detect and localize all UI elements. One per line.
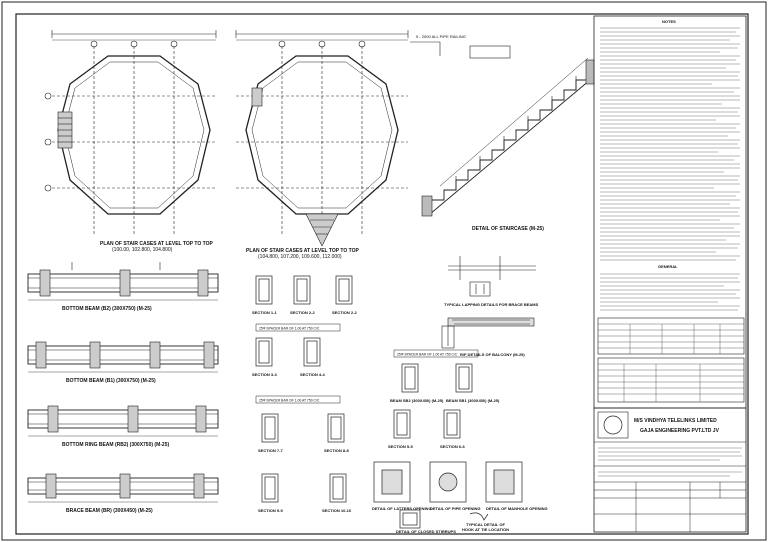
staircase-detail — [410, 41, 595, 217]
caption-stair-plan-1-sub: (100.00, 102.800, 104.800) — [112, 247, 173, 253]
caption-stair-plan-2: PLAN OF STAIR CASES AT LEVEL TOP TO TOP — [246, 248, 359, 254]
notes-panel: NOTES — [593, 15, 747, 409]
caption-section-9-9: SECTION 9-9 — [258, 508, 283, 513]
caption-beam-sb1: BEAM SB1 (300X450) (M-25) — [446, 398, 500, 403]
bottom-ring-beam — [27, 405, 219, 437]
caption-section-7-7: SECTION 7-7 — [258, 448, 283, 453]
caption-section-4-4: SECTION 4-4 — [300, 372, 325, 377]
general-header: GENERAL — [658, 264, 678, 269]
caption-manhole-opening: DETAIL OF MANHOLE OPENING — [486, 506, 548, 511]
caption-beam-sb2: BEAM SB2 (300X450) (M-25) — [390, 398, 444, 403]
caption-stair-plan-1: PLAN OF STAIR CASES AT LEVEL TOP TO TOP — [100, 241, 213, 247]
caption-section-2-2b: SECTION 2-2 — [332, 310, 357, 315]
caption-stair-plan-2-sub: (104.800, 107.200, 109.600, 112.000) — [258, 254, 342, 260]
caption-hook-sub: HOOK AT TIE LOCATION — [462, 527, 509, 532]
caption-rf-balcony: R/F DETAILS OF BALCONY (M-25) — [460, 352, 525, 357]
opening-details — [373, 461, 523, 529]
brace-beam — [27, 473, 219, 503]
company-logo — [603, 415, 623, 435]
spacer-bar-note-1: 25Φ SPACER BAR OF 1.00 AT 750 C/C — [259, 327, 320, 331]
typical-lapping-detail — [448, 256, 536, 297]
border-frame — [15, 13, 749, 535]
balcony-detail — [441, 317, 535, 349]
caption-typical-lapping: TYPICAL LAPPING DETAILS FOR BRACE BEAMS — [444, 302, 539, 307]
company-line-2: GAJA ENGINEERING PVT.LTD JV — [640, 428, 720, 434]
caption-bottom-beam-b2: BOTTOM BEAM (B2) (300X750) (M-25) — [62, 306, 152, 312]
bottom-beam-b1 — [27, 341, 219, 373]
stair-plan-2 — [235, 30, 409, 247]
caption-section-8-8: SECTION 8-8 — [324, 448, 349, 453]
caption-section-1-1: SECTION 1-1 — [252, 310, 277, 315]
spacer-bar-note-3: 25Φ SPACER BAR OF 1.00 AT 750 C/C — [259, 399, 320, 403]
staircase-note: 5 - 2000 ALL PIPE RAILING — [416, 34, 466, 39]
caption-section-5-5: SECTION 5-5 — [388, 444, 413, 449]
spacer-bar-note-2: 25Φ SPACER BAR OF 1.00 AT 750 C/C — [397, 353, 458, 357]
stair-plan-1 — [44, 30, 217, 236]
notes-header: NOTES — [662, 19, 676, 24]
caption-latters-opening: DETAIL OF LATTERS OPENING — [372, 506, 432, 511]
caption-section-2-2: SECTION 2-2 — [290, 310, 315, 315]
bottom-beam-b2 — [27, 262, 219, 301]
caption-bottom-beam-b1: BOTTOM BEAM (B1) (300X750) (M-25) — [66, 378, 156, 384]
caption-closed-stirrups: DETAIL OF CLOSED STIRRUPS — [396, 529, 456, 534]
caption-pipe-opening: DETAIL OF PIPE OPENING — [430, 506, 481, 511]
caption-section-10-10: SECTION 10-10 — [322, 508, 352, 513]
caption-section-3-3: SECTION 3-3 — [252, 372, 277, 377]
caption-brace-beam: BRACE BEAM (BR) (300X450) (M-25) — [66, 508, 153, 514]
caption-hook: TYPICAL DETAIL OF — [466, 522, 505, 527]
caption-section-6-6: SECTION 6-6 — [440, 444, 465, 449]
beam-sections — [255, 275, 473, 503]
caption-bottom-ring-beam: BOTTOM RING BEAM (RB2) (300X750) (M-25) — [62, 442, 169, 448]
title-block: M/S VINDHYA TELELINKS LIMITED GAJA ENGIN… — [593, 407, 747, 533]
company-line-1: M/S VINDHYA TELELINKS LIMITED — [634, 418, 717, 424]
caption-staircase-detail: DETAIL OF STAIRCASE (M-25) — [472, 226, 544, 232]
